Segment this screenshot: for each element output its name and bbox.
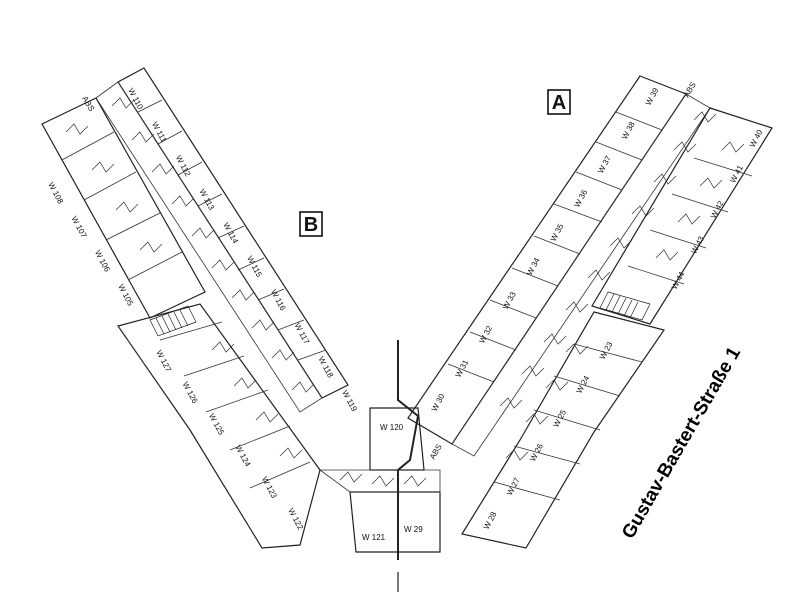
wing-a-inner-strip <box>591 107 773 325</box>
wing-a <box>407 75 773 549</box>
room-label-w24: W 24 <box>575 374 592 395</box>
abs-label-b: ABS <box>80 95 96 113</box>
room-label-w38: W 38 <box>620 120 637 141</box>
room-label-w27: W 27 <box>505 476 522 497</box>
wing-b-letter: B <box>304 214 318 236</box>
room-label-w108: W 108 <box>46 181 65 206</box>
room-label-w117: W 117 <box>293 322 312 347</box>
room-label-w40: W 40 <box>748 128 765 149</box>
wing-a-letter: A <box>552 92 566 114</box>
wing-a-corridor <box>451 93 711 457</box>
wing-a-label: A <box>547 89 571 115</box>
room-label-w107: W 107 <box>70 215 89 240</box>
street-label: Gustav-Bastert-Straße 1 <box>618 343 745 542</box>
room-label-w113: W 113 <box>198 187 217 212</box>
wing-b-doors <box>65 97 315 459</box>
room-label-w26: W 26 <box>528 442 545 463</box>
wing-a-stairs <box>599 291 651 321</box>
room-label-w124: W 124 <box>233 444 252 469</box>
abs-label-a: ABS <box>682 81 698 99</box>
room-label-w114: W 114 <box>221 221 240 246</box>
room-label-w116: W 116 <box>269 288 288 313</box>
room-label-w29: W 29 <box>404 525 423 534</box>
room-label-w42: W 42 <box>709 199 726 220</box>
room-label-w37: W 37 <box>596 154 613 175</box>
room-label-w120: W 120 <box>380 423 404 432</box>
room-label-w106: W 106 <box>93 249 112 274</box>
room-label-w31: W 31 <box>454 358 471 379</box>
room-label-w121: W 121 <box>362 533 386 542</box>
room-label-w39: W 39 <box>644 86 661 107</box>
wing-b <box>41 67 349 549</box>
room-label-w112: W 112 <box>174 154 193 179</box>
center-doors <box>339 471 427 487</box>
room-label-w126: W 126 <box>181 380 200 405</box>
room-label-w125: W 125 <box>207 412 226 437</box>
wing-b-dividers <box>61 99 327 489</box>
room-label-w25: W 25 <box>551 408 568 429</box>
wing-b-corridor <box>95 81 323 413</box>
room-label-w32: W 32 <box>477 324 494 345</box>
room-label-w119: W 119 <box>340 389 359 414</box>
room-label-w30: W 30 <box>430 392 447 413</box>
room-label-w115: W 115 <box>245 255 264 280</box>
abs-label-center: ABS <box>428 443 444 461</box>
wing-b-inner-strip <box>41 97 206 319</box>
wing-b-label: B <box>299 211 323 237</box>
wing-a-lower-strip <box>461 311 665 549</box>
room-label-w41: W 41 <box>728 163 745 184</box>
wing-a-dividers <box>447 111 753 501</box>
room-label-w118: W 118 <box>316 355 335 380</box>
room-label-w33: W 33 <box>501 290 518 311</box>
center-block <box>318 340 441 592</box>
room-label-w23: W 23 <box>598 340 615 361</box>
wing-b-lower-strip <box>117 303 321 549</box>
room-label-w44: W 44 <box>670 270 687 291</box>
center-bottom <box>349 491 441 553</box>
room-label-w123: W 123 <box>260 475 279 500</box>
room-label-w35: W 35 <box>549 222 566 243</box>
wing-a-outer-strip <box>407 75 687 445</box>
room-label-w111: W 111 <box>150 120 169 144</box>
wing-b-stairs <box>149 305 197 337</box>
room-label-w36: W 36 <box>573 188 590 209</box>
wing-a-doors <box>499 111 745 461</box>
center-core <box>369 407 425 471</box>
room-label-w28: W 28 <box>482 510 499 531</box>
room-label-w122: W 122 <box>286 507 305 532</box>
room-label-w34: W 34 <box>525 256 542 277</box>
room-label-w127: W 127 <box>154 349 173 374</box>
